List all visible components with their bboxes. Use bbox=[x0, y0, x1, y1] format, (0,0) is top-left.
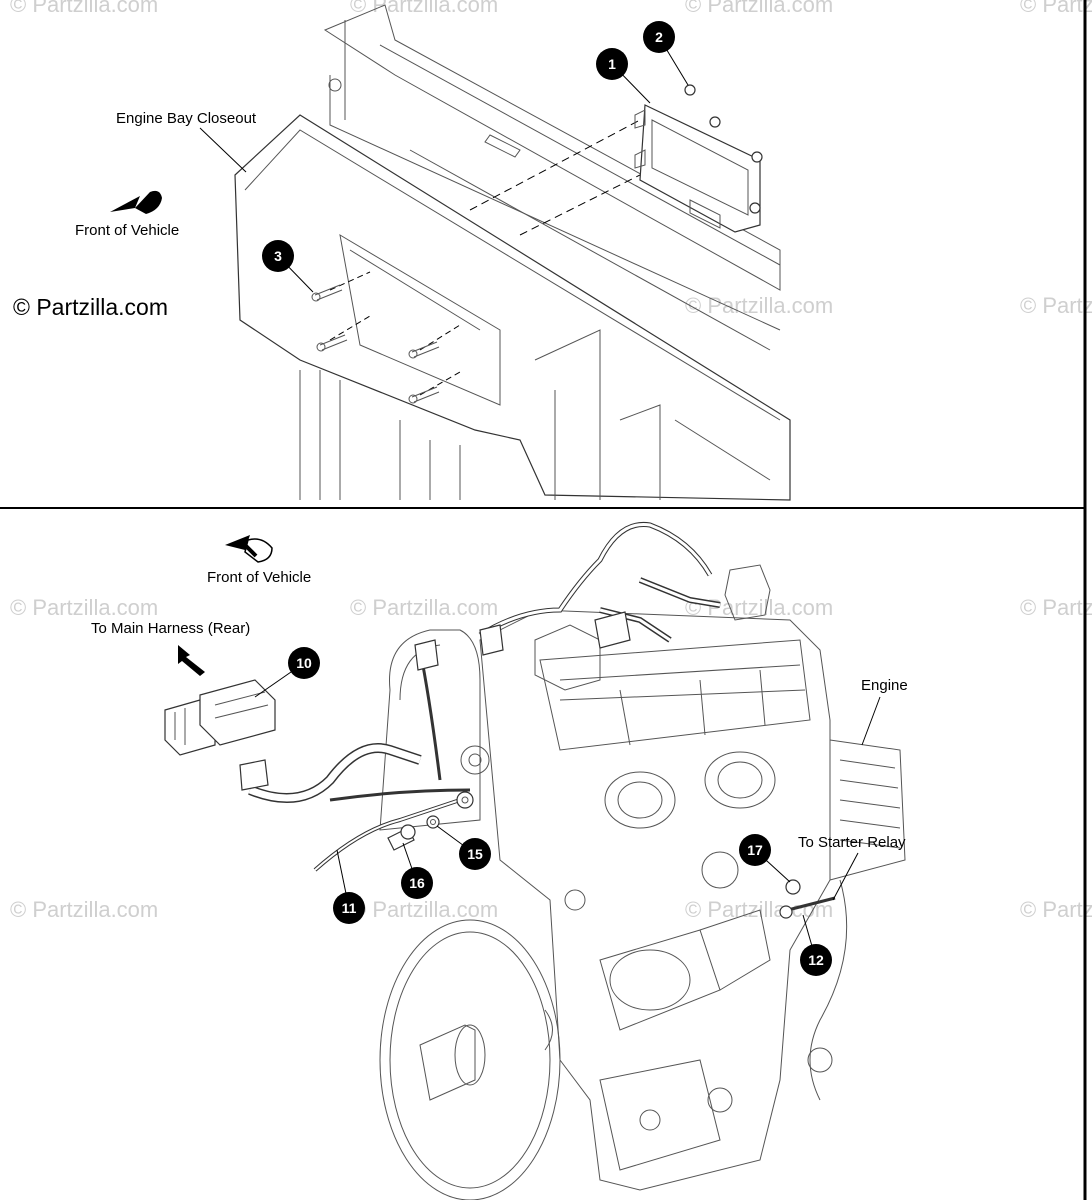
label-to-starter-relay: To Starter Relay bbox=[798, 834, 906, 851]
callout-15: 15 bbox=[436, 825, 491, 870]
callout-11: 11 bbox=[333, 849, 365, 924]
nut-icon bbox=[779, 879, 801, 919]
callout-10: 10 bbox=[254, 647, 320, 698]
watermark: © Partzilla.com bbox=[350, 0, 498, 17]
svg-text:11: 11 bbox=[342, 900, 357, 916]
label-front-of-vehicle-bottom: Front of Vehicle bbox=[207, 569, 311, 586]
watermark: © Partzilla.com bbox=[685, 293, 833, 318]
watermark: © Partzilla.com bbox=[1020, 595, 1092, 620]
svg-text:2: 2 bbox=[655, 29, 663, 45]
watermark: © Partzilla.com bbox=[685, 0, 833, 17]
callout-17: 17 bbox=[739, 834, 791, 883]
leader-line bbox=[861, 696, 881, 746]
svg-text:12: 12 bbox=[808, 952, 824, 968]
watermark: © Partzilla.com bbox=[350, 897, 498, 922]
washer-icon bbox=[426, 791, 474, 829]
front-direction-arrow-icon bbox=[225, 535, 273, 563]
svg-text:10: 10 bbox=[296, 655, 312, 671]
watermark: © Partzilla.com bbox=[1020, 0, 1092, 17]
watermark: © Partzilla.com bbox=[10, 897, 158, 922]
svg-text:15: 15 bbox=[467, 846, 483, 862]
ecu-module bbox=[634, 104, 761, 233]
watermark: © Partzilla.com bbox=[10, 595, 158, 620]
front-direction-arrow-icon bbox=[110, 190, 162, 214]
callout-12: 12 bbox=[800, 914, 832, 976]
watermark-layer: © Partzilla.com © Partzilla.com © Partzi… bbox=[10, 0, 1092, 922]
bolt-icon bbox=[387, 824, 416, 851]
label-engine-bay-closeout: Engine Bay Closeout bbox=[116, 110, 257, 127]
engine-drawing bbox=[379, 564, 906, 1200]
svg-text:17: 17 bbox=[747, 842, 763, 858]
callout-16: 16 bbox=[401, 842, 433, 899]
copyright-text: © Partzilla.com bbox=[13, 294, 168, 320]
watermark: © Partzilla.com bbox=[1020, 293, 1092, 318]
callout-3: 3 bbox=[262, 240, 314, 293]
callout-2: 2 bbox=[643, 21, 689, 86]
nut-icon bbox=[684, 84, 763, 214]
main-harness-connector bbox=[164, 679, 276, 791]
watermark: © Partzilla.com bbox=[350, 595, 498, 620]
harness-direction-arrow-icon bbox=[178, 645, 205, 676]
engine-bay-closeout-drawing bbox=[234, 4, 791, 501]
svg-text:3: 3 bbox=[274, 248, 282, 264]
svg-text:1: 1 bbox=[608, 56, 616, 72]
callout-1: 1 bbox=[596, 48, 651, 104]
label-front-of-vehicle-top: Front of Vehicle bbox=[75, 222, 179, 239]
svg-text:16: 16 bbox=[409, 875, 425, 891]
leader-line bbox=[199, 127, 247, 173]
connector-icon bbox=[414, 611, 631, 671]
watermark: © Partzilla.com bbox=[685, 897, 833, 922]
watermark: © Partzilla.com bbox=[10, 0, 158, 17]
watermark: © Partzilla.com bbox=[1020, 897, 1092, 922]
leader-line bbox=[832, 852, 859, 901]
label-engine: Engine bbox=[861, 677, 908, 694]
label-to-main-harness: To Main Harness (Rear) bbox=[91, 620, 250, 637]
